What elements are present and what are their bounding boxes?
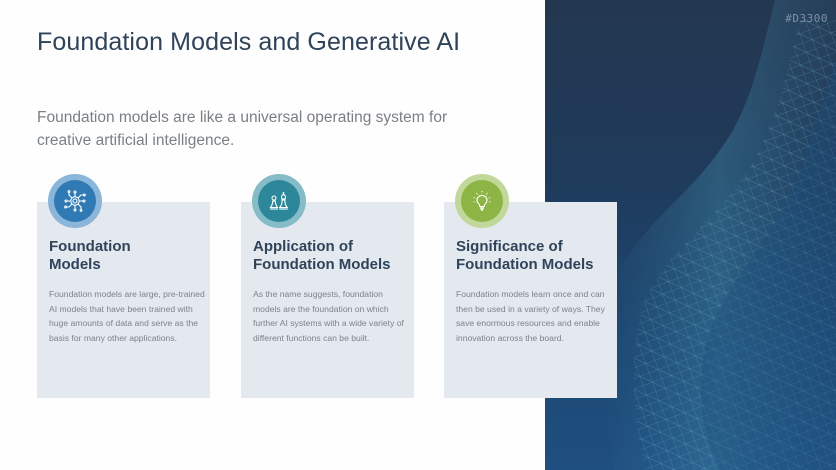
card-icon-badge xyxy=(455,174,509,228)
lightbulb-icon xyxy=(473,191,491,211)
card-body: Foundation models learn once and can the… xyxy=(456,289,605,343)
card-icon-badge xyxy=(252,174,306,228)
card-heading-line1: Application of xyxy=(253,238,353,255)
card-body: Foundation models are large, pre-trained… xyxy=(49,289,205,343)
card-heading-line1: Significance of xyxy=(456,238,563,255)
card-heading-line2: Foundation Models xyxy=(456,256,594,273)
card-foundation-models: Foundation Models Foundation models are … xyxy=(37,174,210,398)
chess-pieces-icon xyxy=(269,192,289,210)
hero-image-panel: #D3300 xyxy=(545,0,836,470)
card-heading-line2: Foundation Models xyxy=(253,256,391,273)
card-icon-badge xyxy=(48,174,102,228)
card-heading-line1: Foundation xyxy=(49,238,131,255)
card-body: As the name suggests, foundation models … xyxy=(253,289,404,343)
page-title: Foundation Models and Generative AI xyxy=(37,28,461,56)
card-heading: Application of Foundation Models xyxy=(253,238,411,274)
watermark-code: #D3300 xyxy=(785,12,828,25)
card-heading: Significance of Foundation Models xyxy=(456,238,614,274)
page-subtitle: Foundation models are like a universal o… xyxy=(37,109,448,149)
card-significance-of-foundation-models: Significance of Foundation Models Founda… xyxy=(444,174,617,398)
circuit-chip-icon xyxy=(64,190,86,212)
wave-mesh-graphic xyxy=(601,0,836,470)
card-application-of-foundation-models: Application of Foundation Models As the … xyxy=(241,174,414,398)
card-heading: Foundation Models xyxy=(49,238,207,274)
card-heading-line2: Models xyxy=(49,256,101,273)
